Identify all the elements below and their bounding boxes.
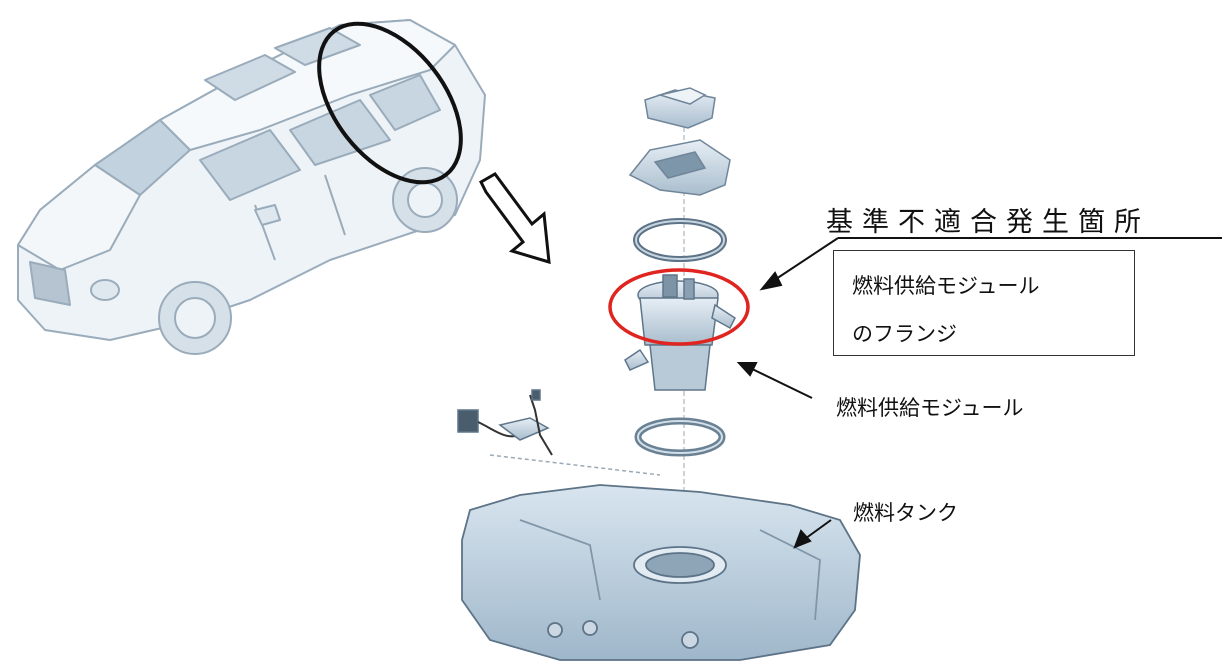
part-top-cover: [644, 87, 716, 129]
flange-label-line-1: 燃料供給モジュール: [852, 274, 1040, 298]
part-lock-ring: [633, 218, 727, 262]
part-fuel-tank: [461, 484, 861, 661]
filler-location-ellipse: [317, 21, 463, 185]
flange-label-line-2: のフランジ: [852, 322, 957, 346]
part-seal-ring: [634, 417, 726, 457]
part-sender-harness: [457, 389, 661, 476]
callout-lines: [736, 237, 1222, 549]
hollow-arrow-icon: [479, 172, 551, 265]
fuel-module-label: 燃料供給モジュール: [836, 396, 1024, 420]
flange-callout-box: [833, 250, 1135, 356]
car-illustration: [17, 19, 486, 355]
part-bracket: [628, 139, 731, 196]
nonconformity-site-label: 基準不適合発生箇所: [826, 207, 1150, 238]
fuel-tank-label: 燃料タンク: [853, 501, 958, 525]
flange-highlight-ellipse: [608, 268, 750, 346]
part-fuel-supply-module: [624, 274, 736, 391]
